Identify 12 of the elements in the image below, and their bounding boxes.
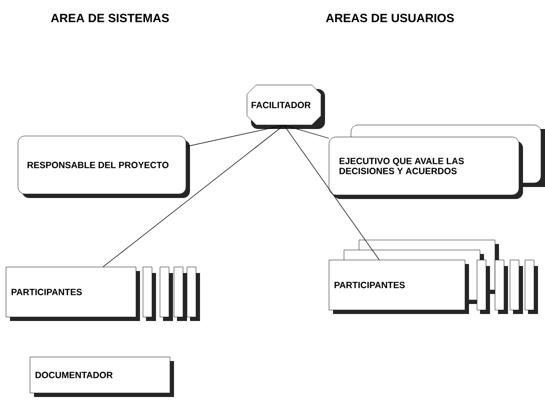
role-box: FACILITADOR <box>246 84 325 129</box>
role-box: RESPONSABLE DEL PROYECTO <box>18 136 190 198</box>
role-box: DOCUMENTADOR <box>30 356 174 397</box>
role-box: PARTICIPANTES <box>328 240 538 314</box>
role-box: EJECUTIVO QUE AVALE LAS DECISIONES Y ACUERDOS <box>328 124 545 199</box>
area-heading: AREA DE SISTEMAS <box>50 14 169 22</box>
connector-line <box>284 124 380 260</box>
area-heading: AREAS DE USUARIOS <box>326 14 454 22</box>
connector-line <box>284 124 330 139</box>
role-box: PARTICIPANTES <box>6 266 200 321</box>
connector-line <box>186 124 284 147</box>
connector-line <box>102 124 284 268</box>
